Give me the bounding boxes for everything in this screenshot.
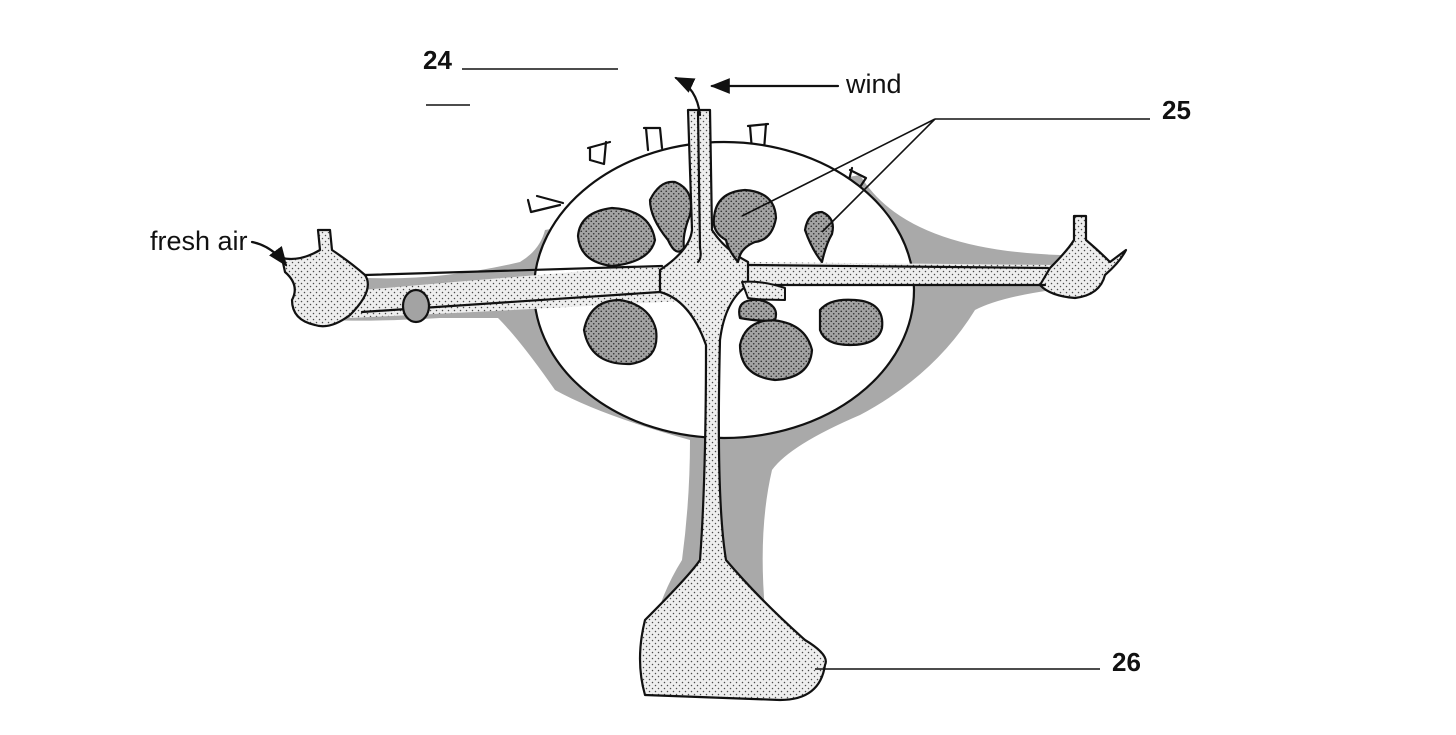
chamber-lower-right bbox=[818, 298, 884, 347]
chamber-upper-left-inner bbox=[648, 180, 693, 253]
chamber-upper-center bbox=[712, 188, 778, 264]
label-24: 24 bbox=[423, 45, 452, 75]
label-fresh-air: fresh air bbox=[150, 226, 248, 256]
chamber-lower-center bbox=[738, 318, 814, 382]
diagram-labels: 24 wind 25 fresh air 26 bbox=[150, 45, 1191, 677]
leader-25-to-chamber-a bbox=[741, 118, 936, 217]
leader-25-to-chamber-b bbox=[821, 118, 936, 233]
chamber-lower-left bbox=[582, 298, 658, 366]
leader-lines bbox=[426, 68, 1150, 670]
wind-flow-arrows bbox=[674, 76, 840, 117]
label-wind: wind bbox=[845, 69, 902, 99]
chamber-upper-left bbox=[576, 206, 657, 268]
fresh-air-arrow bbox=[250, 240, 288, 267]
chamber-lower-center-upper bbox=[738, 298, 778, 322]
nest-chambers bbox=[576, 180, 884, 382]
label-26: 26 bbox=[1112, 647, 1141, 677]
label-25: 25 bbox=[1162, 95, 1191, 125]
chamber-upper-right bbox=[803, 210, 834, 264]
